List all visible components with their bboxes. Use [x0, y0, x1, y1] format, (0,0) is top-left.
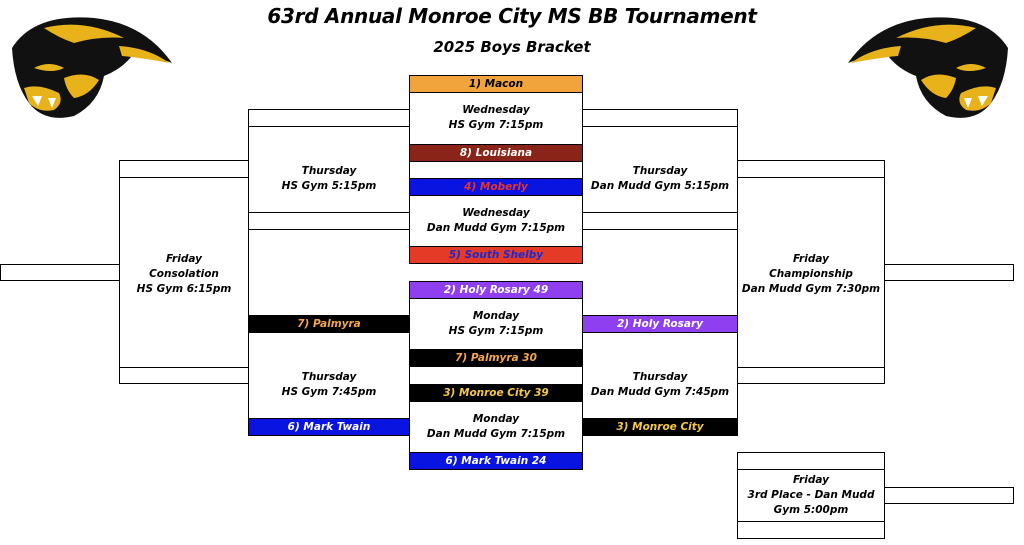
championship-slot-top [737, 160, 885, 178]
championship-winner-slot [884, 264, 1014, 281]
game-day: Friday [793, 474, 829, 486]
game-day: Friday [166, 253, 202, 265]
third-place-slot-bottom [737, 521, 885, 539]
game-venue: Dan Mudd Gym 5:15pm [590, 180, 730, 192]
game-name: Consolation [149, 268, 219, 280]
game-info-wed-hs: Wednesday HS Gym 7:15pm [409, 103, 583, 133]
game-info-championship: Friday Championship Dan Mudd Gym 7:30pm [737, 252, 885, 297]
game-day: Thursday [301, 371, 357, 383]
page-title: 63rd Annual Monroe City MS BB Tournament [267, 4, 757, 28]
team-palmyra-score: 7) Palmyra 30 [409, 349, 583, 367]
team-moberly: 4) Moberly [409, 178, 583, 196]
game-day: Friday [793, 253, 829, 265]
game-venue: HS Gym 6:15pm [136, 283, 232, 295]
game-day: Thursday [632, 165, 688, 177]
team-mark-twain-score: 6) Mark Twain 24 [409, 452, 583, 470]
team-mark-twain-advance: 6) Mark Twain [248, 418, 410, 436]
thursday-hs-745-box [248, 315, 410, 436]
game-venue: Dan Mudd Gym 7:15pm [426, 222, 566, 234]
game-info-wed-dm: Wednesday Dan Mudd Gym 7:15pm [409, 206, 583, 236]
game-venue: Gym 5:00pm [773, 504, 849, 516]
consolation-bracket-box [119, 160, 249, 384]
game-name: 3rd Place - Dan Mudd [747, 489, 875, 501]
thursday-hs-515-slot-top [248, 109, 410, 127]
game-info-thu-dm-515: Thursday Dan Mudd Gym 5:15pm [582, 164, 738, 194]
third-place-slot-top [737, 452, 885, 470]
thursday-dm-515-slot-top [582, 109, 738, 127]
game-day: Thursday [632, 371, 688, 383]
consolation-winner-slot [0, 264, 120, 281]
team-louisiana: 8) Louisiana [409, 144, 583, 162]
game-venue: HS Gym 7:15pm [448, 119, 544, 131]
thursday-hs-515-slot-bottom [248, 212, 410, 230]
game-venue: HS Gym 7:45pm [281, 386, 377, 398]
consolation-slot-top [119, 160, 249, 178]
team-south-shelby: 5) South Shelby [409, 246, 583, 264]
game-info-thu-hs-745: Thursday HS Gym 7:45pm [248, 370, 410, 400]
thursday-dm-515-slot-bottom [582, 212, 738, 230]
thursday-hs-515-box [248, 109, 410, 230]
game-venue: HS Gym 7:15pm [448, 325, 544, 337]
panther-head-icon [12, 17, 172, 118]
game-info-mon-dm: Monday Dan Mudd Gym 7:15pm [409, 412, 583, 442]
page-subtitle: 2025 Boys Bracket [433, 38, 591, 56]
team-macon: 1) Macon [409, 75, 583, 93]
game-info-thu-hs-515: Thursday HS Gym 5:15pm [248, 164, 410, 194]
game-info-consolation: Friday Consolation HS Gym 6:15pm [119, 252, 249, 297]
game-info-mon-hs: Monday HS Gym 7:15pm [409, 309, 583, 339]
team-palmyra-advance: 7) Palmyra [248, 315, 410, 333]
game-venue: Dan Mudd Gym 7:30pm [741, 283, 881, 295]
team-monroe-city-score: 3) Monroe City 39 [409, 384, 583, 402]
game-day: Wednesday [462, 104, 530, 116]
team-monroe-city-advance: 3) Monroe City [582, 418, 738, 436]
thursday-dm-515-box [582, 109, 738, 230]
game-day: Monday [472, 310, 520, 322]
third-place-winner-slot [884, 487, 1014, 504]
consolation-slot-bottom [119, 367, 249, 384]
thursday-dm-745-box [582, 315, 738, 436]
game-venue: HS Gym 5:15pm [281, 180, 377, 192]
panther-head-icon [848, 17, 1008, 118]
game-day: Wednesday [462, 207, 530, 219]
game-venue: Dan Mudd Gym 7:15pm [426, 428, 566, 440]
game-day: Monday [472, 413, 520, 425]
game-info-third-place: Friday 3rd Place - Dan Mudd Gym 5:00pm [737, 473, 885, 518]
game-info-thu-dm-745: Thursday Dan Mudd Gym 7:45pm [582, 370, 738, 400]
team-holy-rosary-score: 2) Holy Rosary 49 [409, 281, 583, 299]
team-holy-rosary-advance: 2) Holy Rosary [582, 315, 738, 333]
game-venue: Dan Mudd Gym 7:45pm [590, 386, 730, 398]
game-name: Championship [769, 268, 853, 280]
championship-slot-bottom [737, 367, 885, 384]
game-day: Thursday [301, 165, 357, 177]
